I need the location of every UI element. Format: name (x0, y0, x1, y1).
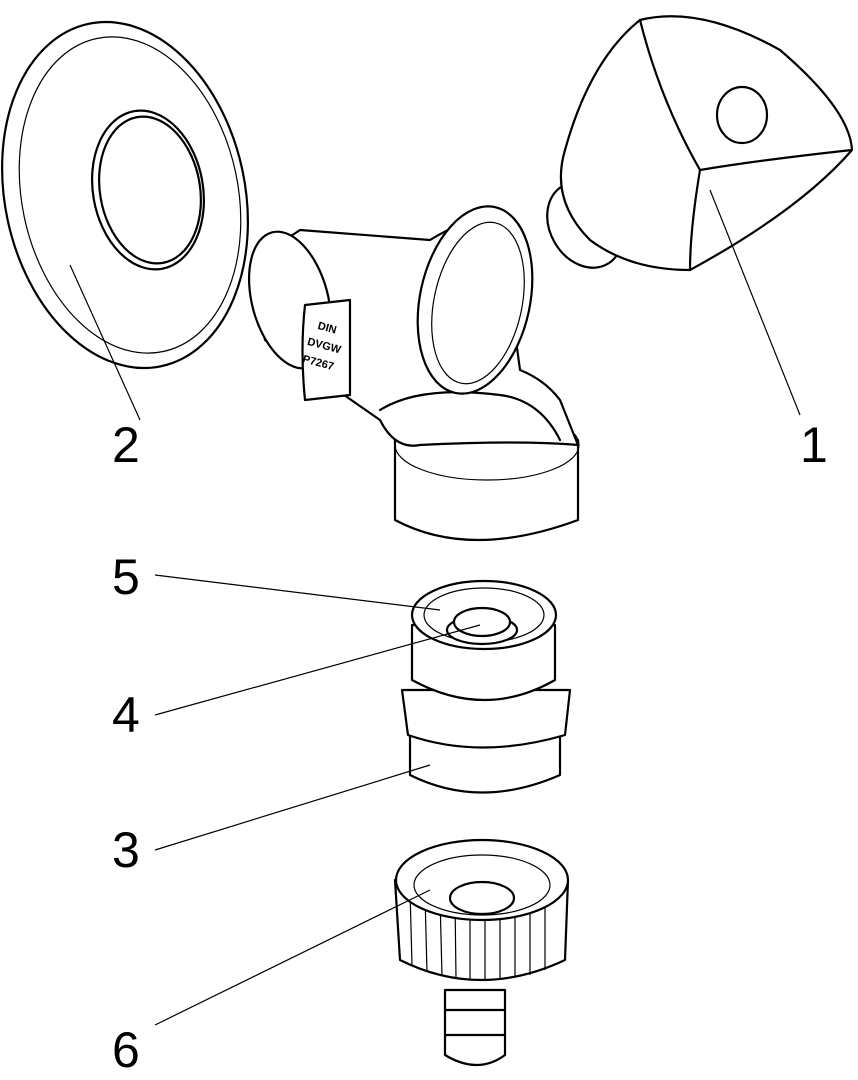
leader-line-2 (69, 264, 141, 421)
part-1-handle (546, 15, 854, 272)
callout-6: 6 (112, 1022, 140, 1078)
leader-line-3 (154, 764, 431, 851)
leader-line-5 (154, 574, 441, 611)
part-3-4-5-cartridge (400, 579, 572, 794)
part-6-hose-connector (393, 838, 570, 1066)
callout-1: 1 (800, 417, 828, 473)
leader-line-4 (154, 624, 481, 716)
callout-2: 2 (112, 417, 140, 473)
callout-3: 3 (112, 822, 140, 878)
leader-line-6 (154, 889, 431, 1026)
part-2-rosette (1, 20, 249, 370)
leader-line-1 (709, 189, 801, 416)
valve-body: DIN DVGW P7267 (247, 205, 580, 542)
callout-4: 4 (112, 687, 140, 743)
valve-marking-din: DIN (316, 320, 337, 337)
leader-lines (69, 189, 801, 1026)
callout-5: 5 (112, 549, 140, 605)
